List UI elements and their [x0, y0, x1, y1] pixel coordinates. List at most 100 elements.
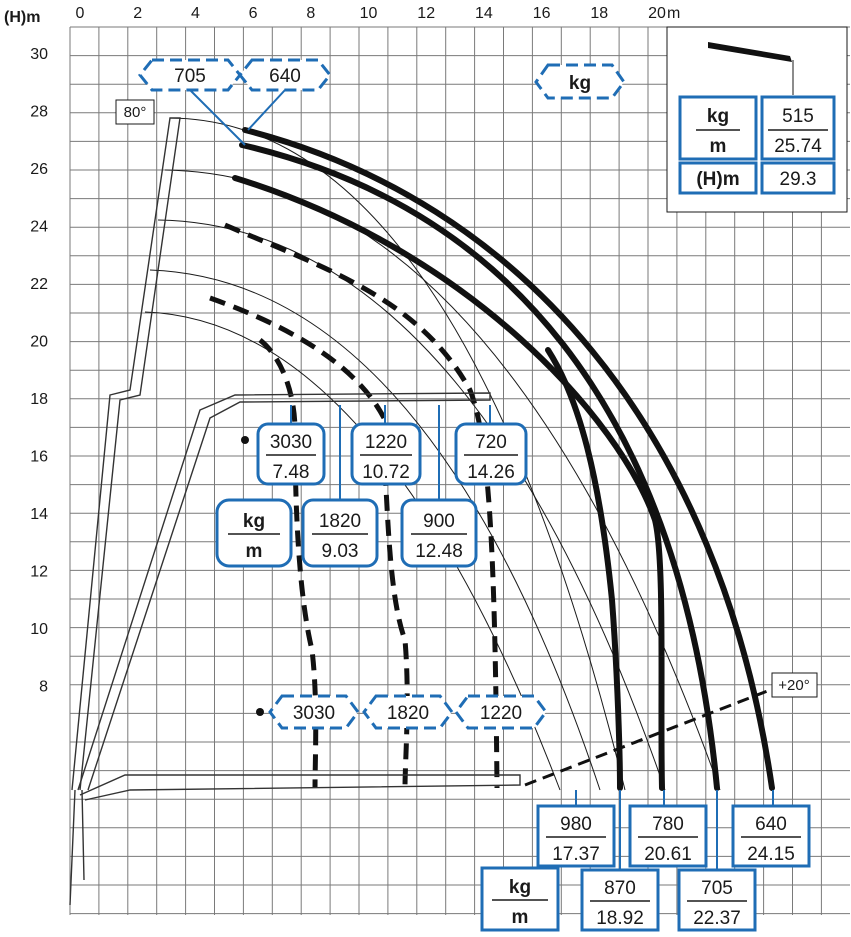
svg-text:24.15: 24.15	[747, 844, 795, 865]
svg-text:m: m	[246, 541, 263, 562]
reach-arc	[149, 269, 601, 791]
boom-flat	[79, 774, 521, 801]
svg-text:29.3: 29.3	[780, 169, 817, 190]
y-tick-label: 28	[30, 104, 48, 121]
svg-text:1820: 1820	[319, 511, 361, 532]
x-tick-label: 4	[191, 5, 200, 22]
top-tag-kg: kg	[534, 63, 626, 100]
load-curve-705	[239, 142, 720, 791]
boom-mid	[77, 392, 491, 791]
angle-label-min: +20°	[771, 672, 818, 698]
reach-arc	[157, 219, 666, 791]
leader-705	[189, 89, 246, 146]
svg-text:25.74: 25.74	[774, 136, 822, 157]
svg-text:9.03: 9.03	[322, 541, 359, 562]
svg-text:3030: 3030	[270, 432, 312, 453]
reference-dot	[241, 436, 249, 444]
svg-text:14.26: 14.26	[467, 462, 515, 483]
svg-text:980: 980	[560, 814, 592, 835]
svg-text:780: 780	[652, 814, 684, 835]
lower-load-1820: 1820	[362, 694, 454, 730]
bottom-load-980: 980 17.37	[536, 804, 616, 868]
x-tick-label: 16	[533, 5, 551, 22]
x-tick-label: 8	[306, 5, 315, 22]
load-curve-780	[232, 175, 665, 791]
load-curves-solid	[232, 127, 775, 791]
top-tag-640: 640	[238, 58, 332, 92]
svg-text:1220: 1220	[480, 703, 522, 724]
top-tag-705: 705	[138, 58, 242, 92]
x-tick-label: 10	[360, 5, 378, 22]
load-curve-870	[545, 347, 623, 791]
load-curves-dashed	[209, 222, 500, 789]
x-axis-unit: m	[667, 5, 680, 22]
svg-text:705: 705	[701, 878, 733, 899]
svg-text:m: m	[710, 136, 727, 157]
y-tick-label: 18	[30, 391, 48, 408]
svg-text:m: m	[512, 907, 529, 928]
upper-load-labels: 3030 7.48 1820 9.03 1220 10.72 900 12.48…	[215, 405, 528, 568]
x-tick-label: 0	[76, 5, 85, 22]
y-tick-label: 12	[30, 564, 48, 581]
svg-text:18.92: 18.92	[596, 908, 644, 929]
svg-text:900: 900	[423, 511, 455, 532]
svg-text:kg: kg	[707, 106, 729, 127]
load-curve-1220	[258, 338, 319, 789]
boom-80deg	[71, 117, 181, 791]
upper-load-3030: 3030 7.48	[256, 422, 326, 486]
bottom-load-705: 705 22.37	[677, 868, 757, 932]
svg-text:640: 640	[755, 814, 787, 835]
svg-text:20.61: 20.61	[644, 844, 692, 865]
svg-text:kg: kg	[509, 877, 531, 898]
svg-text:17.37: 17.37	[552, 844, 600, 865]
svg-text:80°: 80°	[124, 104, 147, 121]
leader-640	[247, 89, 286, 131]
y-tick-label: 10	[30, 621, 48, 638]
x-tick-label: 20	[648, 5, 666, 22]
svg-text:640: 640	[269, 66, 301, 87]
bottom-load-labels: 980 17.37 870 18.92 780 20.61 705 22.37 …	[480, 790, 811, 932]
y-tick-label: 8	[39, 679, 48, 696]
upper-load-1220: 1220 10.72	[350, 422, 422, 486]
lower-load-1220: 1220	[454, 694, 548, 730]
x-tick-label: 12	[417, 5, 435, 22]
crane-booms	[69, 117, 521, 906]
reference-dot	[256, 708, 264, 716]
y-tick-label: 24	[30, 219, 48, 236]
bottom-load-780: 780 20.61	[628, 804, 708, 868]
load-curve-900	[209, 295, 388, 422]
y-tick-label: 22	[30, 276, 48, 293]
upper-load-1820: 1820 9.03	[301, 498, 379, 568]
bottom-load-870: 870 18.92	[580, 868, 660, 932]
angle-label-max: 80°	[115, 99, 155, 125]
svg-text:3030: 3030	[293, 703, 335, 724]
svg-text:kg: kg	[569, 73, 591, 94]
x-tick-label: 2	[133, 5, 142, 22]
legend-box: kg m 515 25.74 (H)m 29.3	[666, 26, 848, 213]
boom-tip-icon	[708, 42, 792, 62]
svg-text:870: 870	[604, 878, 636, 899]
angle-20-line	[524, 688, 771, 787]
y-tick-label: 20	[30, 334, 48, 351]
x-tick-label: 14	[475, 5, 493, 22]
svg-text:1220: 1220	[365, 432, 407, 453]
y-tick-label: 14	[30, 506, 48, 523]
y-tick-label: 16	[30, 449, 48, 466]
svg-text:+20°: +20°	[778, 677, 809, 694]
svg-text:22.37: 22.37	[693, 908, 741, 929]
load-curve-640	[242, 127, 775, 791]
lower-load-3030: 3030	[268, 694, 360, 730]
svg-text:12.48: 12.48	[415, 541, 463, 562]
x-tick-label: 18	[590, 5, 608, 22]
svg-text:7.48: 7.48	[273, 462, 310, 483]
lower-load-labels: 3030 1820 1220	[256, 694, 548, 730]
svg-text:1820: 1820	[387, 703, 429, 724]
svg-text:kg: kg	[243, 511, 265, 532]
upper-load-900: 900 12.48	[400, 498, 478, 568]
svg-text:705: 705	[174, 66, 206, 87]
svg-text:10.72: 10.72	[362, 462, 410, 483]
load-curve-1820	[382, 469, 410, 789]
